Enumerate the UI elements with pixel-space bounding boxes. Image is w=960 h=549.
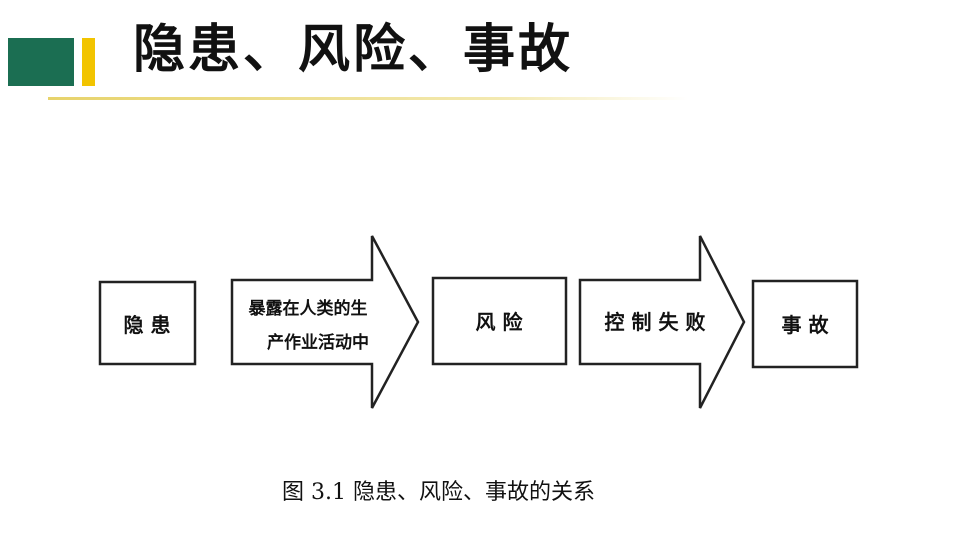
box-risk-label: 风 险 xyxy=(476,310,524,334)
title-underline xyxy=(48,97,688,100)
arrow-control-failure-label: 控 制 失 败 xyxy=(605,310,706,334)
arrow-exposure xyxy=(230,235,420,409)
arrow-exposure-label-line1: 暴露在人类的生 xyxy=(248,298,368,319)
box-hazard xyxy=(98,280,197,366)
figure-caption: 图 3.1 隐患、风险、事故的关系 xyxy=(282,480,595,505)
arrow-control-failure xyxy=(578,235,746,409)
slide-title: 隐患、风险、事故 xyxy=(133,19,574,80)
arrow-exposure-label-line2: 产作业活动中 xyxy=(267,332,369,353)
accent-block-green xyxy=(8,38,74,86)
box-hazard-label: 隐 患 xyxy=(124,313,171,337)
box-risk xyxy=(431,276,568,366)
box-accident-label: 事 故 xyxy=(782,313,830,337)
box-accident xyxy=(751,279,859,369)
accent-block-yellow xyxy=(82,38,95,86)
